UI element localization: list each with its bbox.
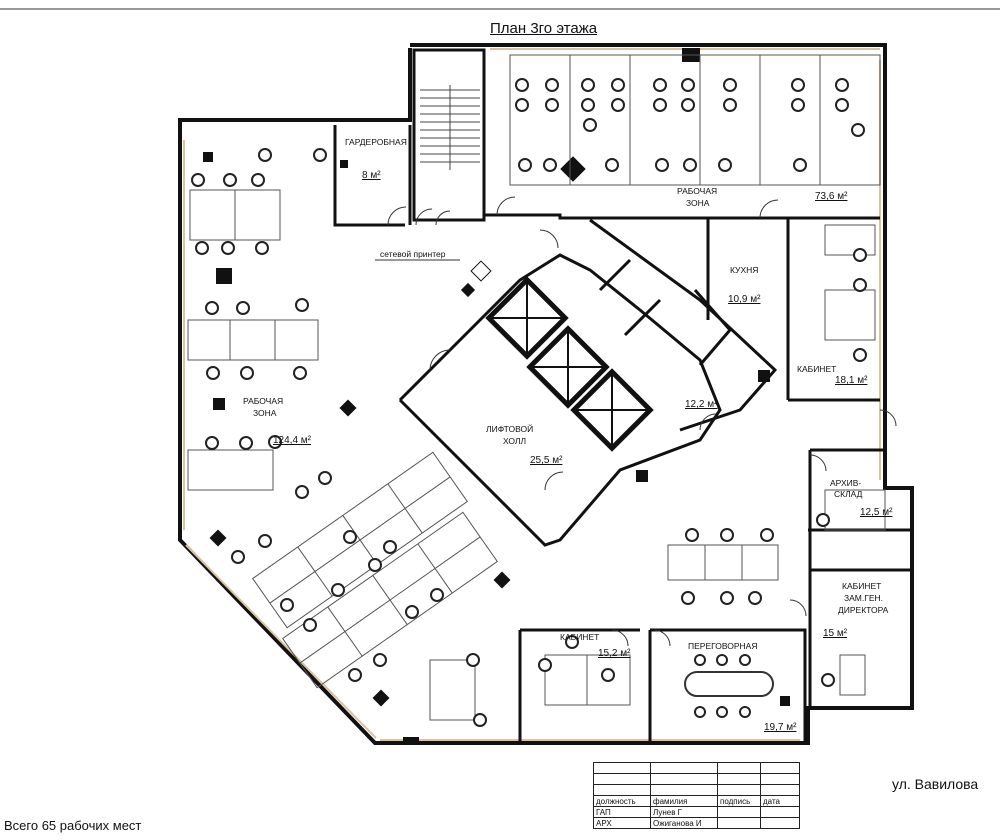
meeting-room-area: 19,7 м² [764,722,797,733]
row-surname: Ожиганова И [650,817,718,829]
total-workplaces: Всего 65 рабочих мест [4,818,142,833]
office-right-area: 18,1 м² [835,375,868,386]
header-surname: фамилия [650,795,718,807]
row-position: АРХ [593,817,651,829]
archive-name-1: АРХИВ- [830,478,861,488]
office-bottom-area: 15,2 м² [598,648,631,659]
title-block-row: АРХ Ожиганова И [593,817,800,829]
row-date [760,817,800,829]
header-date: дата [760,795,800,807]
street-name: ул. Вавилова [892,776,979,792]
title-block-empty-row [593,762,800,774]
title-block-header-row: должность фамилия подпись дата [593,795,800,807]
window-glazing [183,48,881,741]
cloakroom-area: 8 м² [362,170,381,181]
title-block: должность фамилия подпись дата ГАП Лунев… [593,762,800,829]
work-zone-left-name-1: РАБОЧАЯ [243,396,283,406]
work-zone-left-name-2: ЗОНА [253,408,277,418]
door-swings [387,196,897,647]
office-right-name: КАБИНЕТ [797,364,836,374]
desks [187,54,886,721]
meeting-room-name: ПЕРЕГОВОРНАЯ [688,641,757,651]
printer-icon [470,260,492,282]
row-surname: Лунев Г [650,806,718,818]
kitchen-area: 10,9 м² [728,294,761,305]
work-zone-top-name-1: РАБОЧАЯ [677,186,717,196]
plan-title: План 3го этажа [490,20,598,37]
work-zone-top-name-2: ЗОНА [686,198,710,208]
kitchen-name: КУХНЯ [730,265,758,275]
interior-walls [333,48,912,743]
work-zone-top-area: 73,6 м² [815,191,848,202]
outer-walls [178,43,914,745]
title-block-row: ГАП Лунев Г [593,806,800,818]
deputy-office-area: 15 м² [823,628,848,639]
lift-hall-area: 25,5 м² [530,455,563,466]
deputy-office-name-2: ЗАМ.ГЕН. [844,593,883,603]
office-bottom-name: КАБИНЕТ [560,632,599,642]
title-block-empty-row [593,784,800,796]
row-position: ГАП [593,806,651,818]
archive-area: 12,5 м² [860,507,893,518]
archive-name-2: СКЛАД [834,489,863,499]
deputy-office-name-3: ДИРЕКТОРА [838,605,889,615]
header-signature: подпись [717,795,761,807]
printer-label: сетевой принтер [380,249,446,259]
work-zone-left-area: 124,4 м² [273,435,312,446]
row-date [760,806,800,818]
lift-hall-name-2: ХОЛЛ [503,436,526,446]
row-signature [717,806,761,818]
lift-hall-name-1: ЛИФТОВОЙ [486,423,533,434]
deputy-office-name-1: КАБИНЕТ [842,581,881,591]
cloakroom-name: ГАРДЕРОБНАЯ [345,137,407,147]
lift-shafts [485,276,654,452]
row-signature [717,817,761,829]
staircase [420,85,480,170]
meeting-table [684,671,774,697]
restroom-area: 12,2 м² [685,399,718,410]
title-block-empty-row [593,773,800,785]
header-position: должность [593,795,651,807]
chairs [191,78,867,727]
